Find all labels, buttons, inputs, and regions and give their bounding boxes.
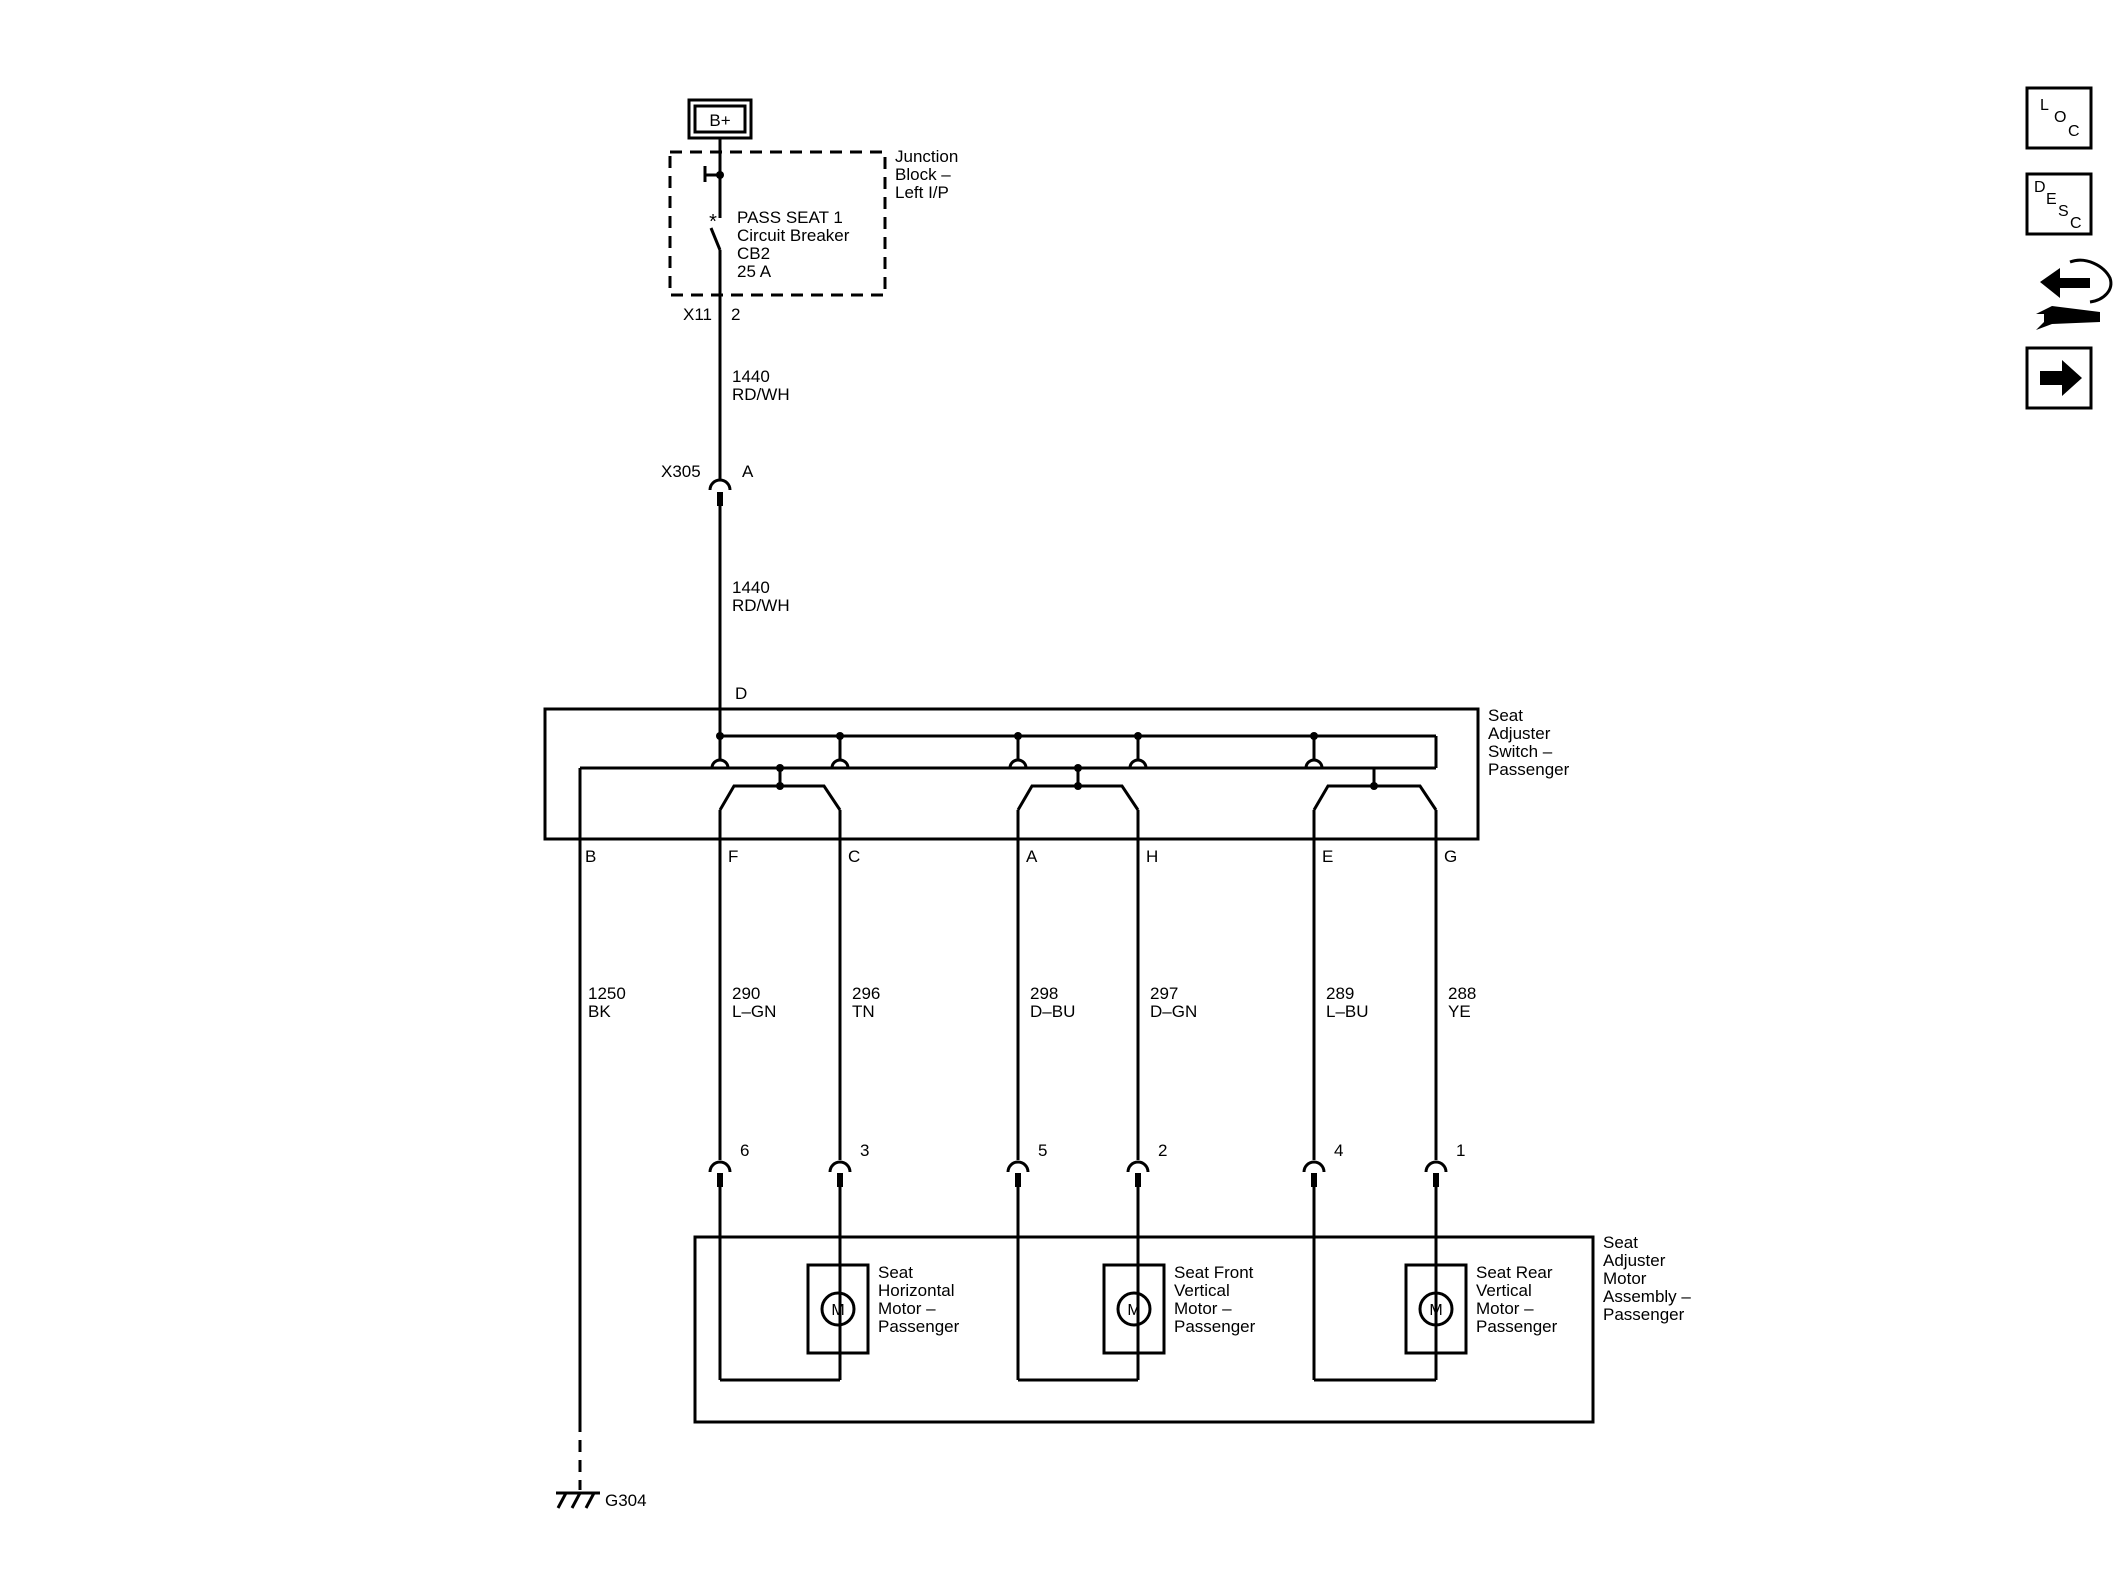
motor-pin-6 — [708, 1160, 732, 1187]
switch-pin-c: C — [848, 847, 860, 866]
connector-tool-icon[interactable] — [2036, 258, 2113, 330]
loc-icon[interactable]: L O C — [2025, 86, 2093, 150]
motor-2-name: Seat Front Vertical Motor – Passenger — [1174, 1263, 1258, 1336]
ground-g304: G304 — [556, 1420, 647, 1510]
seat-rear-vertical-motor: M Seat Rear Vertical Motor – Passenger — [1312, 1187, 1558, 1382]
motor-pin-3 — [828, 1160, 852, 1187]
breaker-label-3: CB2 — [737, 244, 770, 263]
switch-pin-b: B — [585, 847, 596, 866]
switch-contact-group-2 — [1008, 732, 1148, 811]
switch-pin-h: H — [1146, 847, 1158, 866]
ground-label: G304 — [605, 1491, 647, 1510]
switch-input-pin: D — [735, 684, 747, 703]
svg-text:O: O — [2054, 109, 2066, 126]
seat-adjuster-switch: D Seat Adjuster Switch – Passenger — [543, 684, 1570, 866]
junction-connector-label: X11 — [683, 305, 712, 324]
junction-block-name-2: Block – — [895, 165, 951, 184]
svg-text:S: S — [2058, 203, 2069, 220]
motor-pin-4 — [1302, 1160, 1326, 1187]
motor-symbol: M — [1429, 1302, 1442, 1319]
svg-text:2: 2 — [1158, 1141, 1167, 1160]
inline-connector-pin: A — [742, 462, 754, 481]
svg-text:PASS SEAT 1 Circuit Brea: PASS SEAT 1 Circuit Breaker CB2 25 A — [737, 208, 854, 281]
svg-text:D: D — [2034, 179, 2046, 196]
breaker-star-icon: * — [709, 211, 717, 233]
inline-connector-name: X305 — [661, 462, 701, 481]
motor-pin-5 — [1006, 1160, 1030, 1187]
switch-contact-group-1 — [710, 732, 850, 811]
junction-pin-label: 2 — [731, 305, 740, 324]
svg-text:Junction Block – L: Junction Block – Left I/P — [895, 147, 963, 202]
motor-symbol: M — [831, 1302, 844, 1319]
switch-pin-a: A — [1026, 847, 1038, 866]
switch-pin-e: E — [1322, 847, 1333, 866]
motor-connector-pins: 6 3 5 2 4 1 — [708, 1141, 1465, 1187]
svg-text:5: 5 — [1038, 1141, 1047, 1160]
motor-3-name: Seat Rear Vertical Motor – Passenger — [1476, 1263, 1558, 1336]
power-label: B+ — [709, 111, 730, 130]
svg-text:6: 6 — [740, 1141, 749, 1160]
power-source: B+ — [687, 98, 753, 140]
feed-wire-2-label: 1440 RD/WH — [732, 578, 790, 615]
svg-text:E: E — [2046, 191, 2057, 208]
switch-pin-f: F — [728, 847, 738, 866]
svg-text:C: C — [2068, 123, 2080, 140]
switch-name: Seat Adjuster Switch – Passenger — [1488, 706, 1570, 779]
motor-pin-1 — [1424, 1160, 1448, 1187]
switch-contact-group-3 — [1304, 732, 1438, 811]
breaker-label-4: 25 A — [737, 262, 772, 281]
motor-1-name: Seat Horizontal Motor – Passenger — [878, 1263, 960, 1336]
svg-text:4: 4 — [1334, 1141, 1343, 1160]
inline-connector-x305: X305 A — [661, 462, 754, 506]
motor-pin-2 — [1126, 1160, 1150, 1187]
junction-block-name-1: Junction — [895, 147, 958, 166]
breaker-label-1: PASS SEAT 1 — [737, 208, 843, 227]
svg-text:L: L — [2040, 97, 2049, 114]
svg-text:1: 1 — [1456, 1141, 1465, 1160]
breaker-label-2: Circuit Breaker — [737, 226, 850, 245]
seat-horizontal-motor: M Seat Horizontal Motor – Passenger — [718, 1187, 960, 1382]
svg-text:C: C — [2070, 215, 2082, 232]
motor-symbol: M — [1127, 1302, 1140, 1319]
desc-icon[interactable]: D E S C — [2025, 172, 2093, 236]
junction-block-name-3: Left I/P — [895, 183, 949, 202]
svg-text:3: 3 — [860, 1141, 869, 1160]
seat-front-vertical-motor: M Seat Front Vertical Motor – Passenger — [1016, 1187, 1258, 1382]
junction-block: * Junction Block – Left I/P PASS SEAT 1 … — [668, 147, 963, 324]
next-arrow-icon[interactable] — [2025, 346, 2093, 410]
seat-adjuster-motor-assembly: Seat Adjuster Motor Assembly – Passenger… — [693, 1187, 1696, 1424]
switch-pin-g: G — [1444, 847, 1457, 866]
motor-assembly-name: Seat Adjuster Motor Assembly – Passenger — [1603, 1233, 1696, 1324]
feed-wire-label: 1440 RD/WH — [732, 367, 790, 404]
